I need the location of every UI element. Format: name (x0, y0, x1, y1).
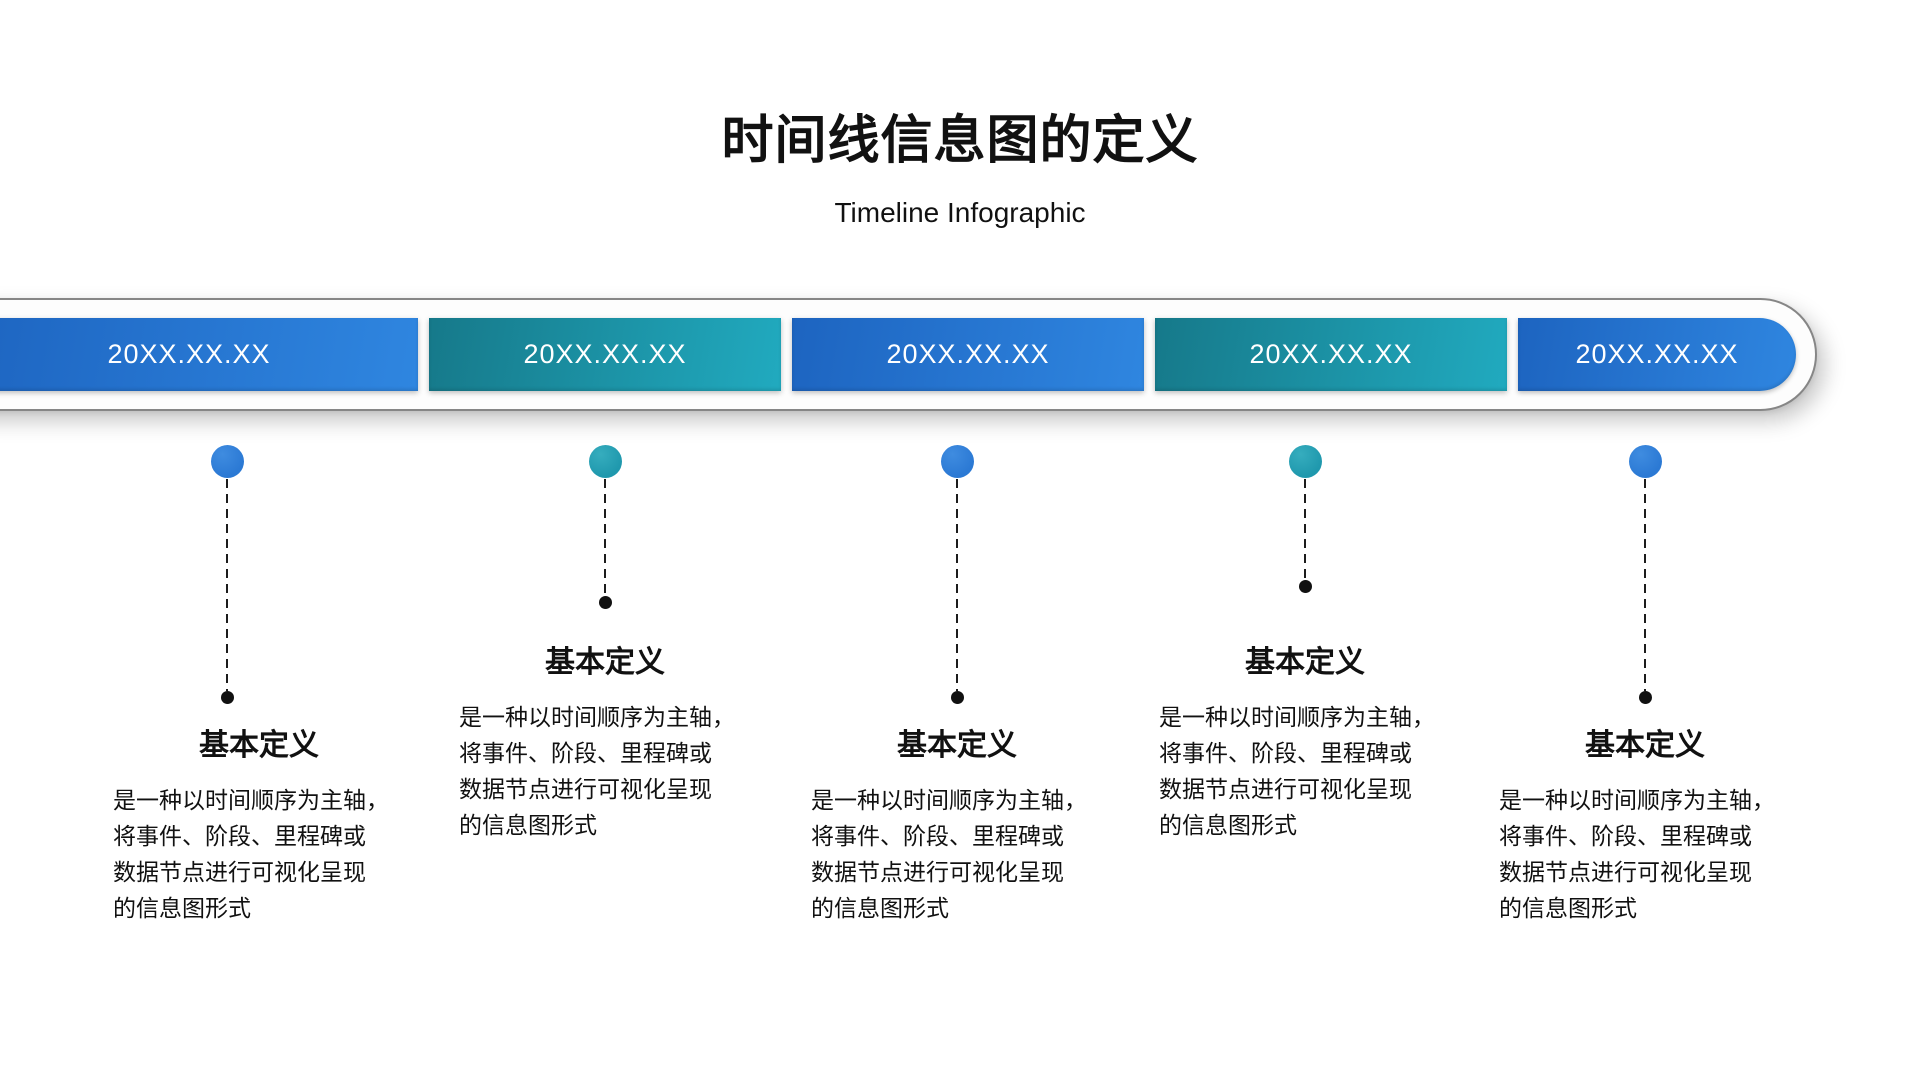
page-subtitle: Timeline Infographic (834, 197, 1086, 228)
item-heading: 基本定义 (897, 729, 1017, 762)
item-description: 是一种以时间顺序为主轴， 将事件、阶段、里程碑或 数据节点进行可视化呈现 的信息… (1159, 704, 1435, 838)
item-heading: 基本定义 (1245, 646, 1365, 679)
connector-end-dot (1638, 691, 1652, 704)
dashed-connector-line (1644, 479, 1646, 691)
timeline-node-dot (588, 445, 622, 478)
timeline-date-segment: 20XX.XX.XX (1155, 318, 1507, 391)
timeline-node-dot (1288, 445, 1322, 478)
timeline-item: 基本定义 是一种以时间顺序为主轴， 将事件、阶段、里程碑或 数据节点进行可视化呈… (807, 445, 1107, 926)
timeline-date-segment: 20XX.XX.XX (1518, 318, 1796, 391)
date-label: 20XX.XX.XX (1575, 339, 1739, 369)
connector-end-dot (220, 691, 234, 704)
connector-end-dot (598, 596, 612, 609)
timeline-node-dot (210, 445, 244, 478)
item-heading: 基本定义 (545, 646, 665, 679)
timeline-date-segment: 20XX.XX.XX (429, 318, 781, 391)
dashed-connector-line (604, 479, 606, 596)
timeline-node-dot (1628, 445, 1662, 478)
page-title: 时间线信息图的定义 (721, 112, 1199, 170)
date-label: 20XX.XX.XX (107, 339, 271, 369)
item-heading: 基本定义 (1585, 729, 1705, 762)
date-label: 20XX.XX.XX (1249, 339, 1413, 369)
item-heading: 基本定义 (199, 729, 319, 762)
dashed-connector-line (956, 479, 958, 691)
date-label: 20XX.XX.XX (523, 339, 687, 369)
timeline-item: 基本定义 是一种以时间顺序为主轴， 将事件、阶段、里程碑或 数据节点进行可视化呈… (1495, 445, 1795, 926)
dashed-connector-line (1304, 479, 1306, 580)
timeline-item: 基本定义 是一种以时间顺序为主轴， 将事件、阶段、里程碑或 数据节点进行可视化呈… (77, 445, 389, 926)
timeline-date-segment: 20XX.XX.XX (0, 318, 418, 391)
timeline-node-dot (940, 445, 974, 478)
item-description: 是一种以时间顺序为主轴， 将事件、阶段、里程碑或 数据节点进行可视化呈现 的信息… (811, 787, 1087, 921)
item-description: 是一种以时间顺序为主轴， 将事件、阶段、里程碑或 数据节点进行可视化呈现 的信息… (459, 704, 735, 838)
connector-end-dot (1298, 580, 1312, 593)
timeline-item: 基本定义 是一种以时间顺序为主轴， 将事件、阶段、里程碑或 数据节点进行可视化呈… (1155, 445, 1455, 843)
connector-end-dot (950, 691, 964, 704)
dashed-connector-line (226, 479, 228, 691)
item-description: 是一种以时间顺序为主轴， 将事件、阶段、里程碑或 数据节点进行可视化呈现 的信息… (113, 787, 389, 921)
timeline-item: 基本定义 是一种以时间顺序为主轴， 将事件、阶段、里程碑或 数据节点进行可视化呈… (455, 445, 755, 843)
date-label: 20XX.XX.XX (886, 339, 1050, 369)
timeline-date-segment: 20XX.XX.XX (792, 318, 1144, 391)
item-description: 是一种以时间顺序为主轴， 将事件、阶段、里程碑或 数据节点进行可视化呈现 的信息… (1499, 787, 1775, 921)
